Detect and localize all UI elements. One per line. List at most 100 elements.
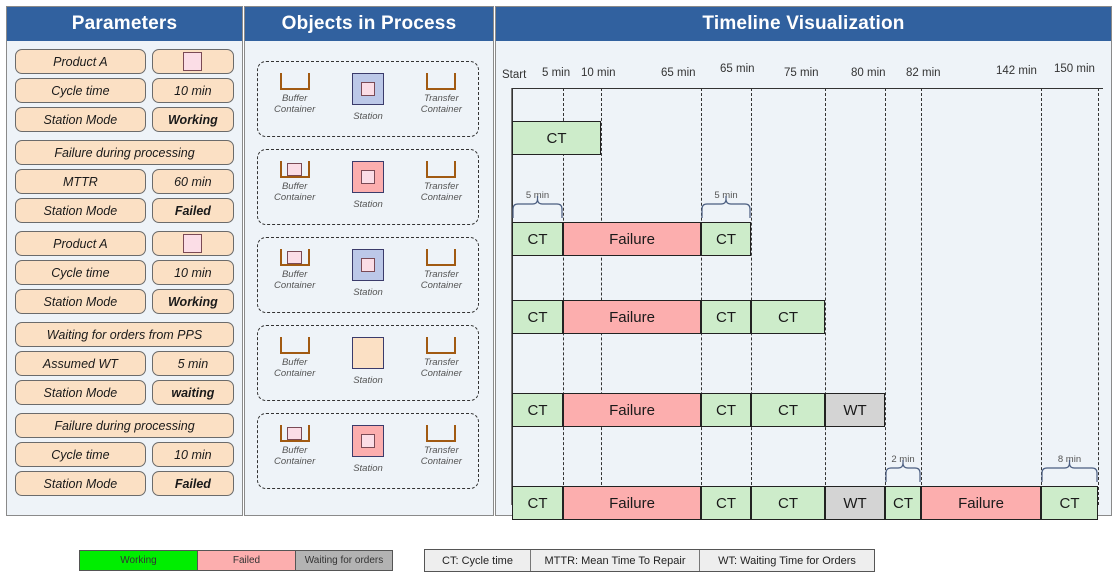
timeline-panel-title: Timeline Visualization	[496, 7, 1111, 41]
timeline-tick-label: 65 min	[661, 67, 696, 79]
timeline-block-ct[interactable]: CT	[701, 393, 751, 427]
timeline-block-ct[interactable]: CT	[512, 300, 563, 334]
timeline-block-fail[interactable]: Failure	[563, 486, 701, 520]
buffer-label-line2: Container	[274, 192, 316, 203]
brace-glyph	[1041, 460, 1098, 482]
transfer-label-line2: Container	[420, 192, 462, 203]
transfer-container-icon	[426, 161, 457, 178]
parameter-row: Waiting for orders from PPS	[15, 322, 234, 347]
transfer-label-line2: Container	[420, 456, 462, 467]
objects-panel-title: Objects in Process	[245, 7, 493, 41]
parameter-label: Product A	[15, 231, 146, 256]
transfer-container-icon	[426, 337, 457, 354]
buffer-container-icon	[279, 161, 310, 178]
timeline-block-ct[interactable]: CT	[512, 222, 563, 256]
station: Station	[334, 161, 402, 210]
timeline-block-ct[interactable]: CT	[1041, 486, 1098, 520]
duration-brace: 2 min	[885, 454, 921, 484]
timeline-tick-label: 10 min	[581, 67, 616, 79]
timeline-block-ct[interactable]: CT	[701, 300, 751, 334]
station-label: Station	[353, 111, 383, 122]
timeline-tick-label: 82 min	[906, 67, 941, 79]
timeline-block-ct[interactable]: CT	[701, 486, 751, 520]
timeline-tick-label: 80 min	[851, 67, 886, 79]
timeline-block-fail[interactable]: Failure	[563, 393, 701, 427]
timeline-block-ct[interactable]: CT	[512, 486, 563, 520]
abbreviation-legend-item: MTTR: Mean Time To Repair	[531, 550, 700, 571]
buffer-container-icon	[279, 249, 310, 266]
timeline-left-edge	[511, 88, 512, 505]
parameter-label: MTTR	[15, 169, 146, 194]
parameter-label: Product A	[15, 49, 146, 74]
parameter-value: waiting	[151, 380, 234, 405]
timeline-block-ct[interactable]: CT	[512, 121, 601, 155]
station-icon	[351, 73, 384, 105]
status-legend-item: Working	[80, 551, 198, 570]
parameter-value: Failed	[151, 198, 234, 223]
timeline-block-ct[interactable]: CT	[751, 486, 825, 520]
station-icon	[351, 161, 384, 193]
parameter-label: Failure during processing	[15, 140, 234, 165]
timeline-gridline	[1098, 88, 1099, 505]
parameter-label: Station Mode	[15, 107, 146, 132]
timeline-block-ct[interactable]: CT	[751, 393, 825, 427]
timeline-block-ct[interactable]: CT	[512, 393, 563, 427]
buffer-container-icon	[279, 337, 310, 354]
part-icon	[287, 250, 303, 264]
timeline-block-wt[interactable]: WT	[825, 393, 885, 427]
timeline-block-ct[interactable]: CT	[885, 486, 921, 520]
timeline-block-fail[interactable]: Failure	[563, 222, 701, 256]
timeline-gridline	[701, 88, 702, 505]
abbreviation-legend-item: CT: Cycle time	[425, 550, 531, 571]
parameter-value: Failed	[151, 471, 234, 496]
timeline-block-ct[interactable]: CT	[751, 300, 825, 334]
timeline-block-wt[interactable]: WT	[825, 486, 885, 520]
station-icon	[351, 337, 384, 369]
timeline-block-fail[interactable]: Failure	[921, 486, 1041, 520]
duration-brace: 5 min	[512, 190, 563, 220]
parameter-label: Station Mode	[15, 198, 146, 223]
timeline-axis	[512, 88, 1103, 89]
brace-glyph	[885, 460, 921, 482]
duration-brace: 5 min	[701, 190, 751, 220]
brace-glyph	[701, 196, 751, 218]
parameter-value: 10 min	[151, 260, 234, 285]
buffer-label-line1: Buffer	[281, 93, 308, 104]
timeline-gridline	[512, 88, 513, 505]
timeline-block-fail[interactable]: Failure	[563, 300, 701, 334]
timeline-block-ct[interactable]: CT	[701, 222, 751, 256]
buffer-label-line1: Buffer	[281, 269, 308, 280]
status-legend-item: Failed	[198, 551, 296, 570]
station: Station	[334, 73, 402, 122]
